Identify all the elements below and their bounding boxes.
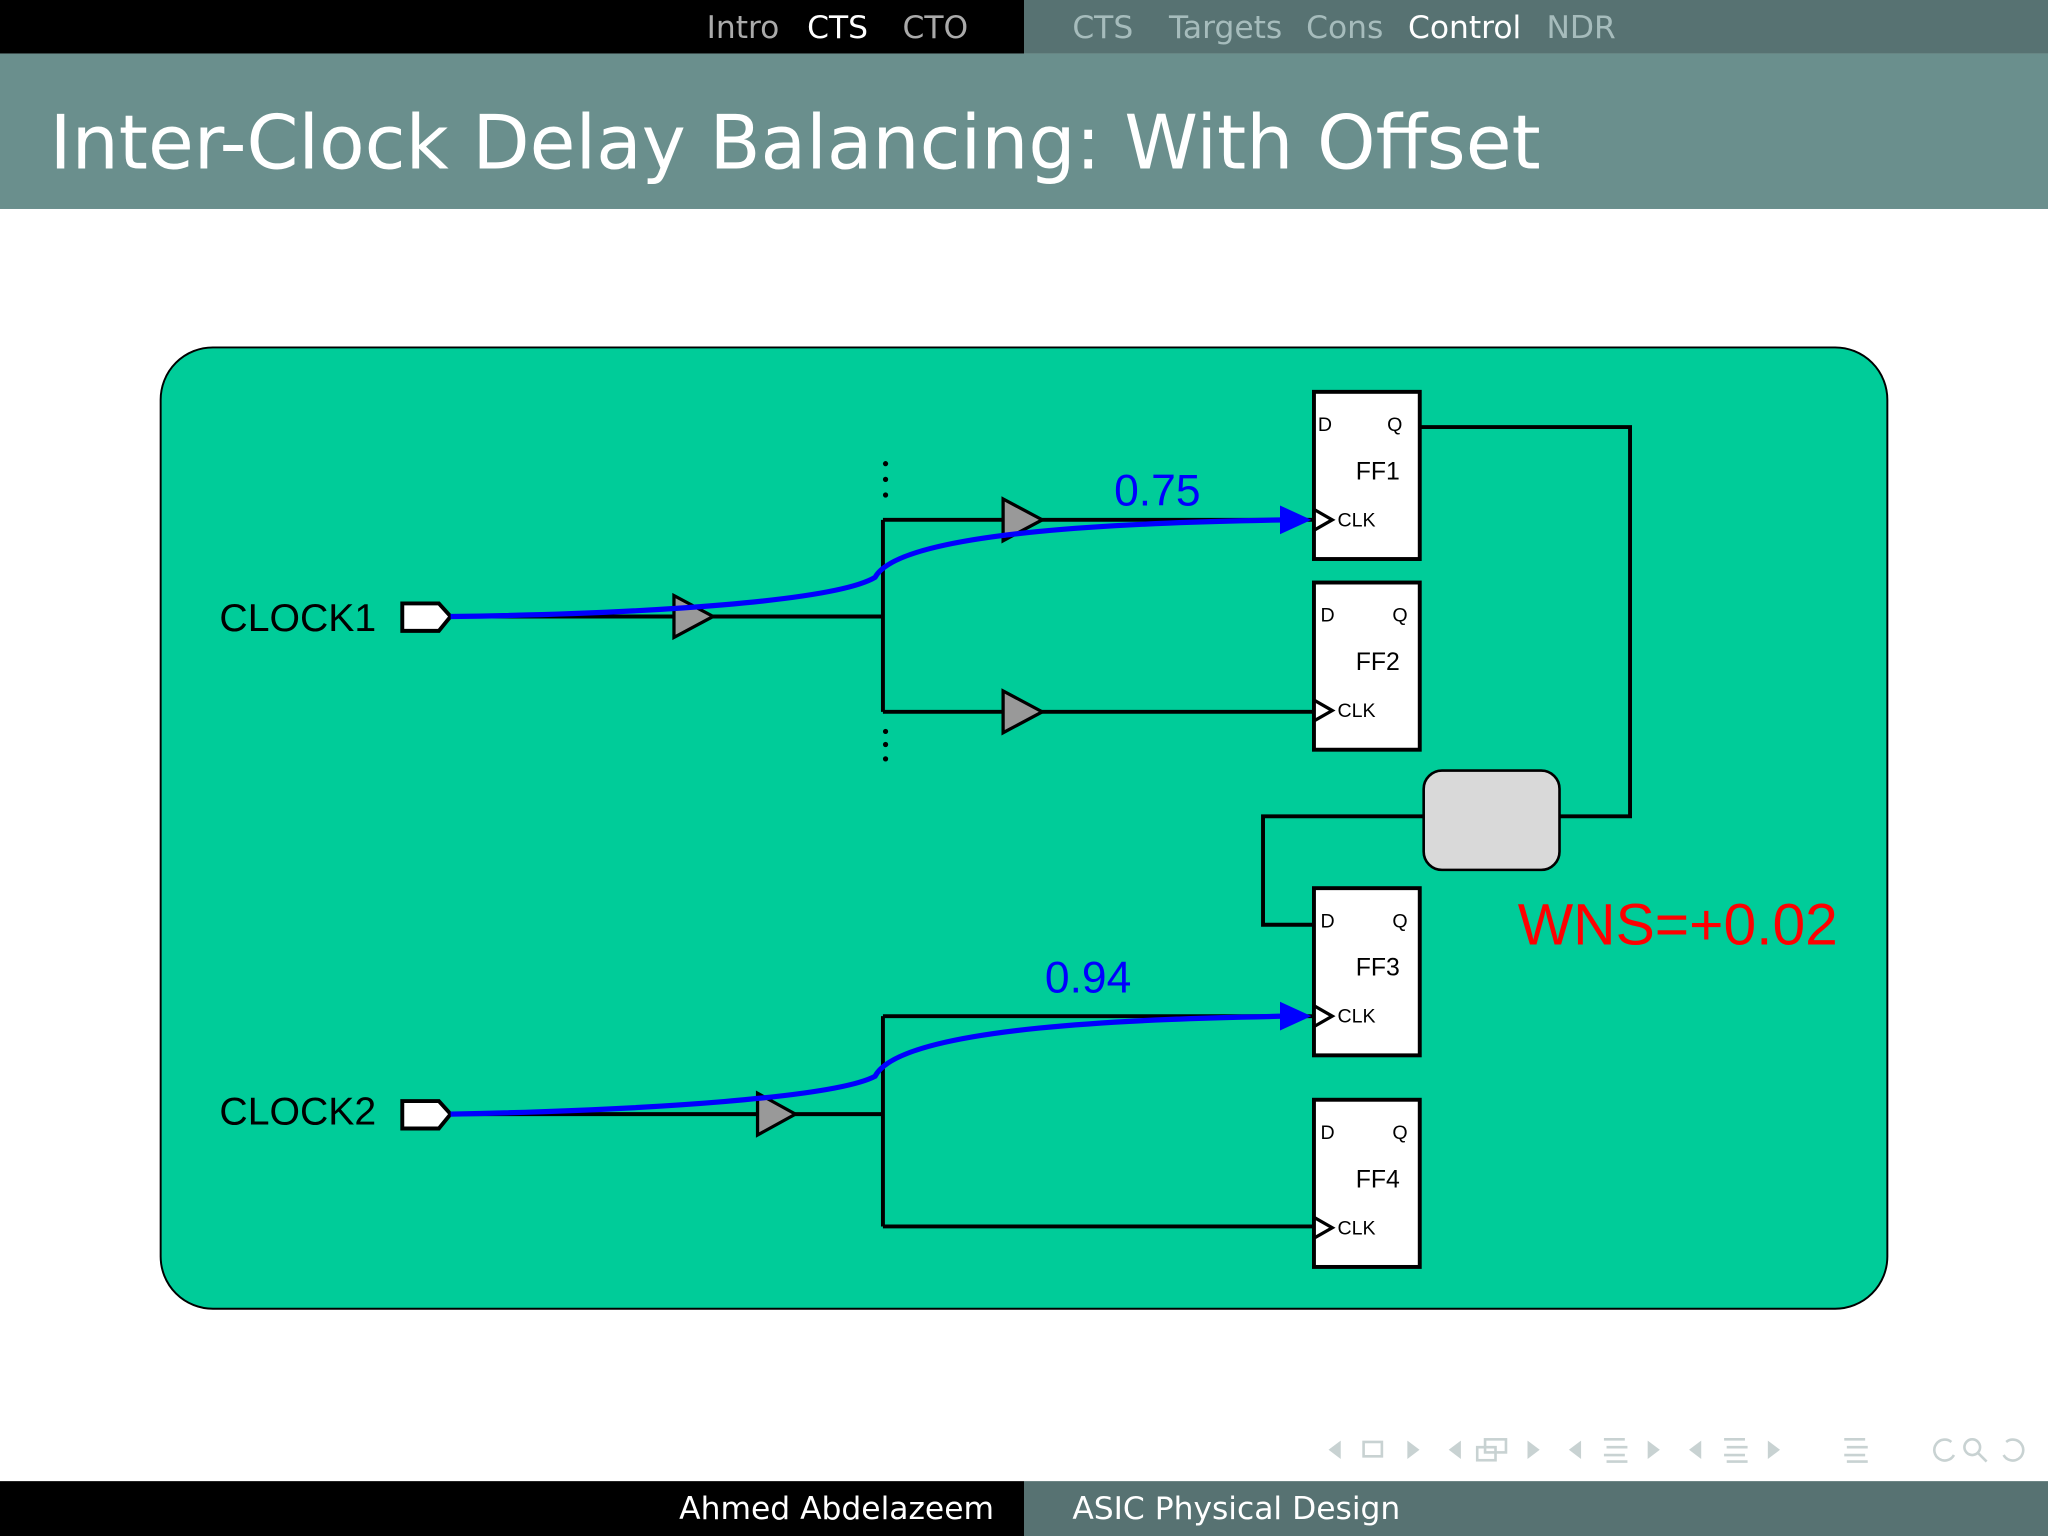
pin-d: D [1318,414,1332,436]
topbar-left [0,0,1024,54]
flop-name: FF2 [1356,649,1400,676]
pin-clk: CLK [1337,700,1375,722]
clock1-latency-label: 0.75 [1114,466,1200,515]
footer-course: ASIC Physical Design [1072,1491,1400,1527]
frame-prev-icon[interactable] [1328,1440,1341,1459]
clock1-latency-path [450,517,1287,620]
nav-sub-cts[interactable]: CTS [1072,10,1133,46]
section-prev-icon[interactable] [1568,1440,1582,1459]
nav-section-cts[interactable]: CTS [807,10,868,46]
page-title: Inter-Clock Delay Balancing: With Offset [50,99,1541,186]
clock-pin-icon [1313,1215,1336,1240]
clock1-label: CLOCK1 [219,597,376,640]
combinational-logic-block [1422,769,1561,872]
flip-flop-ff4: D Q FF4 CLK [1311,1097,1422,1269]
flop-name: FF1 [1356,458,1400,485]
wns-label: WNS=+0.02 [1518,892,1838,957]
pin-d: D [1320,910,1334,932]
section-next-icon[interactable] [1647,1440,1660,1459]
doc-prev-icon[interactable] [1689,1440,1702,1459]
pin-d: D [1320,605,1334,627]
subsection-prev-icon[interactable] [1448,1440,1461,1459]
topbar-right [1024,0,2048,54]
pin-d: D [1320,1122,1334,1144]
nav-sub-cons[interactable]: Cons [1306,10,1383,46]
clock1-port-icon [400,601,454,633]
buffer-icon [1001,688,1046,736]
pin-q: Q [1392,910,1407,932]
pin-q: Q [1392,1122,1407,1144]
back-icon[interactable] [1933,1438,1956,1462]
pin-q: Q [1392,605,1407,627]
clock-pin-icon [1313,1004,1336,1029]
arrowhead-icon [1280,505,1312,535]
doc-icon[interactable] [1724,1438,1748,1463]
flop-name: FF3 [1356,955,1400,982]
footer-right [1024,1481,2048,1536]
nav-sub-ndr[interactable]: NDR [1546,10,1615,46]
buffer-icon [1001,496,1046,544]
search-icon[interactable] [1963,1438,1988,1463]
nav-section-intro[interactable]: Intro [707,10,780,46]
footer-left [0,1481,1024,1536]
pin-clk: CLK [1337,1217,1375,1239]
clock2-label: CLOCK2 [219,1091,376,1134]
flip-flop-ff2: D Q FF2 CLK [1311,580,1422,752]
diagram-background [159,346,1889,1310]
pin-clk: CLK [1337,1006,1375,1028]
flip-flop-ff3: D Q FF3 CLK [1311,886,1422,1058]
nav-section-cto[interactable]: CTO [903,10,969,46]
nav-sub-targets[interactable]: Targets [1168,10,1282,46]
clock2-latency-path [450,1013,1287,1117]
pin-q: Q [1387,414,1402,436]
ellipsis-dots [882,461,889,762]
beamer-navigation[interactable] [1328,1438,2025,1463]
flip-flop-ff1: D Q FF1 CLK [1311,389,1422,561]
section-icon[interactable] [1603,1438,1628,1463]
clock-diagram: CLOCK1 CLOCK2 0.75 0.94 D Q FF1 CLK D Q … [159,346,1889,1310]
pin-clk: CLK [1337,509,1375,531]
doc-next-icon[interactable] [1767,1440,1781,1459]
frame-icon[interactable] [1362,1440,1384,1458]
subsection-icon[interactable] [1475,1438,1508,1462]
subsection-next-icon[interactable] [1527,1440,1540,1459]
frame-next-icon[interactable] [1407,1440,1420,1459]
toc-icon[interactable] [1844,1438,1868,1463]
clock2-latency-label: 0.94 [1045,954,1131,1003]
wires [450,425,1632,1229]
forward-icon[interactable] [2002,1438,2025,1462]
buffer-icon [755,1090,799,1138]
clock-pin-icon [1313,698,1336,723]
title-band [0,53,2048,209]
flop-name: FF4 [1356,1166,1400,1193]
clock2-port-icon [400,1099,454,1131]
clock-pin-icon [1313,507,1336,532]
footer-author: Ahmed Abdelazeem [679,1491,994,1527]
nav-sub-control[interactable]: Control [1408,10,1521,46]
arrowhead-icon [1280,1001,1312,1031]
